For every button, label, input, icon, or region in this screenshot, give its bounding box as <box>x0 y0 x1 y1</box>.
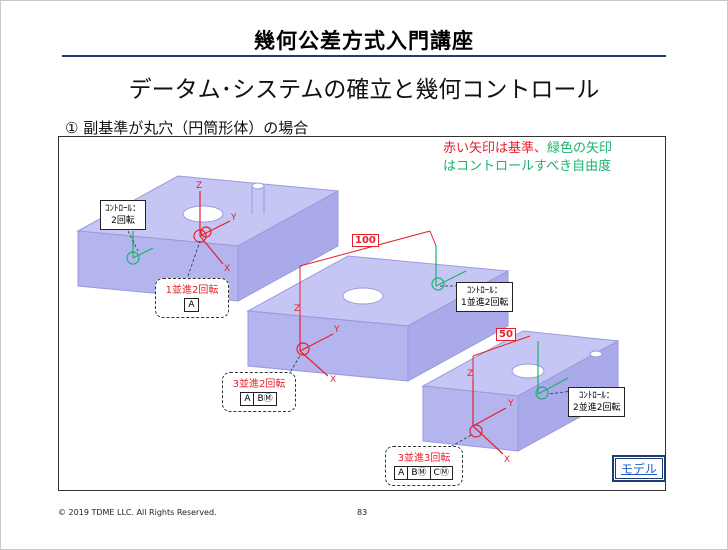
case-label: ① 副基準が丸穴（円筒形体）の場合 <box>65 119 309 137</box>
ref-2-box-b: BⓂ <box>253 392 277 406</box>
ref-2-box-a: A <box>240 392 255 406</box>
green-axes-1 <box>126 231 154 265</box>
callout-1trans-2rot: ｺﾝﾄﾛｰﾙ： 1並進2回転 <box>456 282 514 312</box>
green-axes-3 <box>535 341 569 400</box>
legend-green-text: 緑色の矢印 <box>547 141 613 156</box>
axis-y-1: Y <box>230 213 237 223</box>
ref-1-box-a: A <box>184 298 199 312</box>
dimension-100: 100 <box>352 234 379 247</box>
axis-y-3: Y <box>507 399 514 409</box>
callout-2-line1: ｺﾝﾄﾛｰﾙ： <box>466 286 503 296</box>
slide-subtitle: データム･システムの確立と幾何コントロール <box>128 77 600 103</box>
axis-x-3: X <box>504 455 510 465</box>
ref-1-label: 1並進2回転 <box>165 285 219 296</box>
callout-2-rotation: ｺﾝﾄﾛｰﾙ： 2回転 <box>100 200 147 230</box>
ref-3-box-a: A <box>394 466 409 480</box>
legend-line2: はコントロールすべき自由度 <box>443 159 612 174</box>
axis-x-2: X <box>330 375 336 385</box>
page-number: 83 <box>357 508 368 517</box>
callout-1-line2: 2回転 <box>111 216 135 226</box>
axes-3 <box>469 381 507 455</box>
ref-2-label: 3並進2回転 <box>232 379 286 390</box>
dimension-50-line <box>472 335 531 381</box>
datum-ref-3: 3並進3回転 A BⓂ CⓂ <box>385 446 463 486</box>
callout-3-line1: ｺﾝﾄﾛｰﾙ： <box>578 391 615 401</box>
datum-ref-2: 3並進2回転 A BⓂ <box>222 372 296 412</box>
axis-z-2: Z <box>294 304 300 314</box>
title-rule <box>62 55 666 57</box>
callout-1-line1: ｺﾝﾄﾛｰﾙ： <box>105 204 142 214</box>
dimension-100-line <box>299 230 437 316</box>
model-link[interactable]: モデル <box>615 458 664 479</box>
axis-x-1: X <box>224 264 230 274</box>
ref-3-box-c: CⓂ <box>429 466 453 480</box>
callout-2-line2: 1並進2回転 <box>461 298 509 308</box>
model-button[interactable]: モデル <box>612 455 667 482</box>
axes-2 <box>296 316 334 377</box>
ref-3-label: 3並進3回転 <box>397 453 451 464</box>
ref-3-box-b: BⓂ <box>407 466 431 480</box>
green-axes-2 <box>431 246 467 291</box>
axis-z-1: Z <box>196 181 202 191</box>
datum-ref-1: 1並進2回転 A <box>155 278 229 318</box>
legend-red-text: 赤い矢印は基準、 <box>443 141 548 156</box>
legend: 赤い矢印は基準、緑色の矢印 はコントロールすべき自由度 <box>443 140 612 176</box>
axis-z-3: Z <box>467 369 473 379</box>
dimension-50: 50 <box>496 328 516 341</box>
callout-3-line2: 2並進2回転 <box>573 403 621 413</box>
callout-2trans-2rot: ｺﾝﾄﾛｰﾙ： 2並進2回転 <box>568 387 626 417</box>
datum-figure: Z Y X Z Y X Z Y X <box>76 175 620 465</box>
page-title: 幾何公差方式入門講座 <box>254 29 474 53</box>
axis-y-2: Y <box>333 325 340 335</box>
copyright: © 2019 TDME LLC. All Rights Reserved. <box>58 508 217 517</box>
